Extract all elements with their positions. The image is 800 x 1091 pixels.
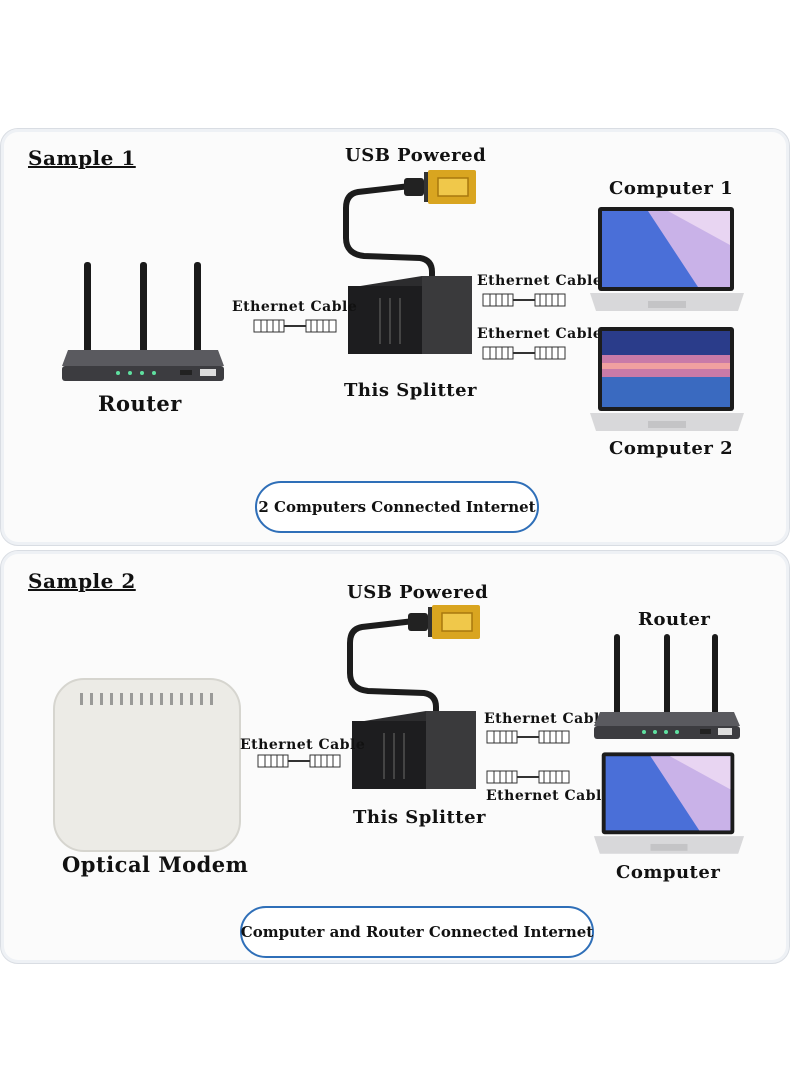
router-icon — [594, 634, 740, 739]
sample1-caption: 2 Computers Connected Internet — [255, 481, 539, 533]
usb-powered-label: USB Powered — [347, 582, 489, 603]
computer1-label: Computer 1 — [609, 178, 734, 199]
ethernet-cable-out1-label: Ethernet Cable — [477, 273, 603, 289]
ethernet-cable-out2-label: Ethernet Cable — [477, 326, 603, 342]
splitter-icon — [347, 605, 480, 789]
ethernet-cable-in-label: Ethernet Cable — [232, 299, 358, 315]
ethernet-cable-icon — [486, 730, 570, 744]
ethernet-cable-out2-label: Ethernet Cable — [486, 788, 612, 804]
ethernet-cable-icon — [486, 770, 570, 784]
ethernet-cable-icon — [482, 293, 566, 307]
sample2-title: Sample 2 — [28, 569, 136, 593]
sample2-caption: Computer and Router Connected Internet — [240, 906, 594, 958]
usb-powered-label: USB Powered — [345, 145, 487, 166]
optical-modem-icon — [53, 678, 241, 852]
computer2-label: Computer 2 — [609, 438, 734, 459]
ethernet-cable-out1-label: Ethernet Cable — [484, 711, 610, 727]
laptop-icon — [590, 327, 744, 431]
laptop-icon — [590, 207, 744, 311]
router-icon — [62, 262, 224, 381]
laptop-icon — [593, 752, 745, 854]
optical-modem-label: Optical Modem — [62, 852, 249, 877]
ethernet-cable-in-label: Ethernet Cable — [240, 737, 366, 753]
splitter-icon — [343, 170, 476, 354]
splitter-label: This Splitter — [344, 380, 478, 401]
sample1-title: Sample 1 — [28, 146, 136, 170]
router-label: Router — [638, 609, 711, 630]
ethernet-cable-icon — [257, 754, 341, 768]
ethernet-cable-icon — [482, 346, 566, 360]
computer-label: Computer — [616, 862, 721, 883]
router-label: Router — [98, 391, 182, 416]
ethernet-cable-icon — [253, 319, 337, 333]
splitter-label: This Splitter — [353, 807, 487, 828]
